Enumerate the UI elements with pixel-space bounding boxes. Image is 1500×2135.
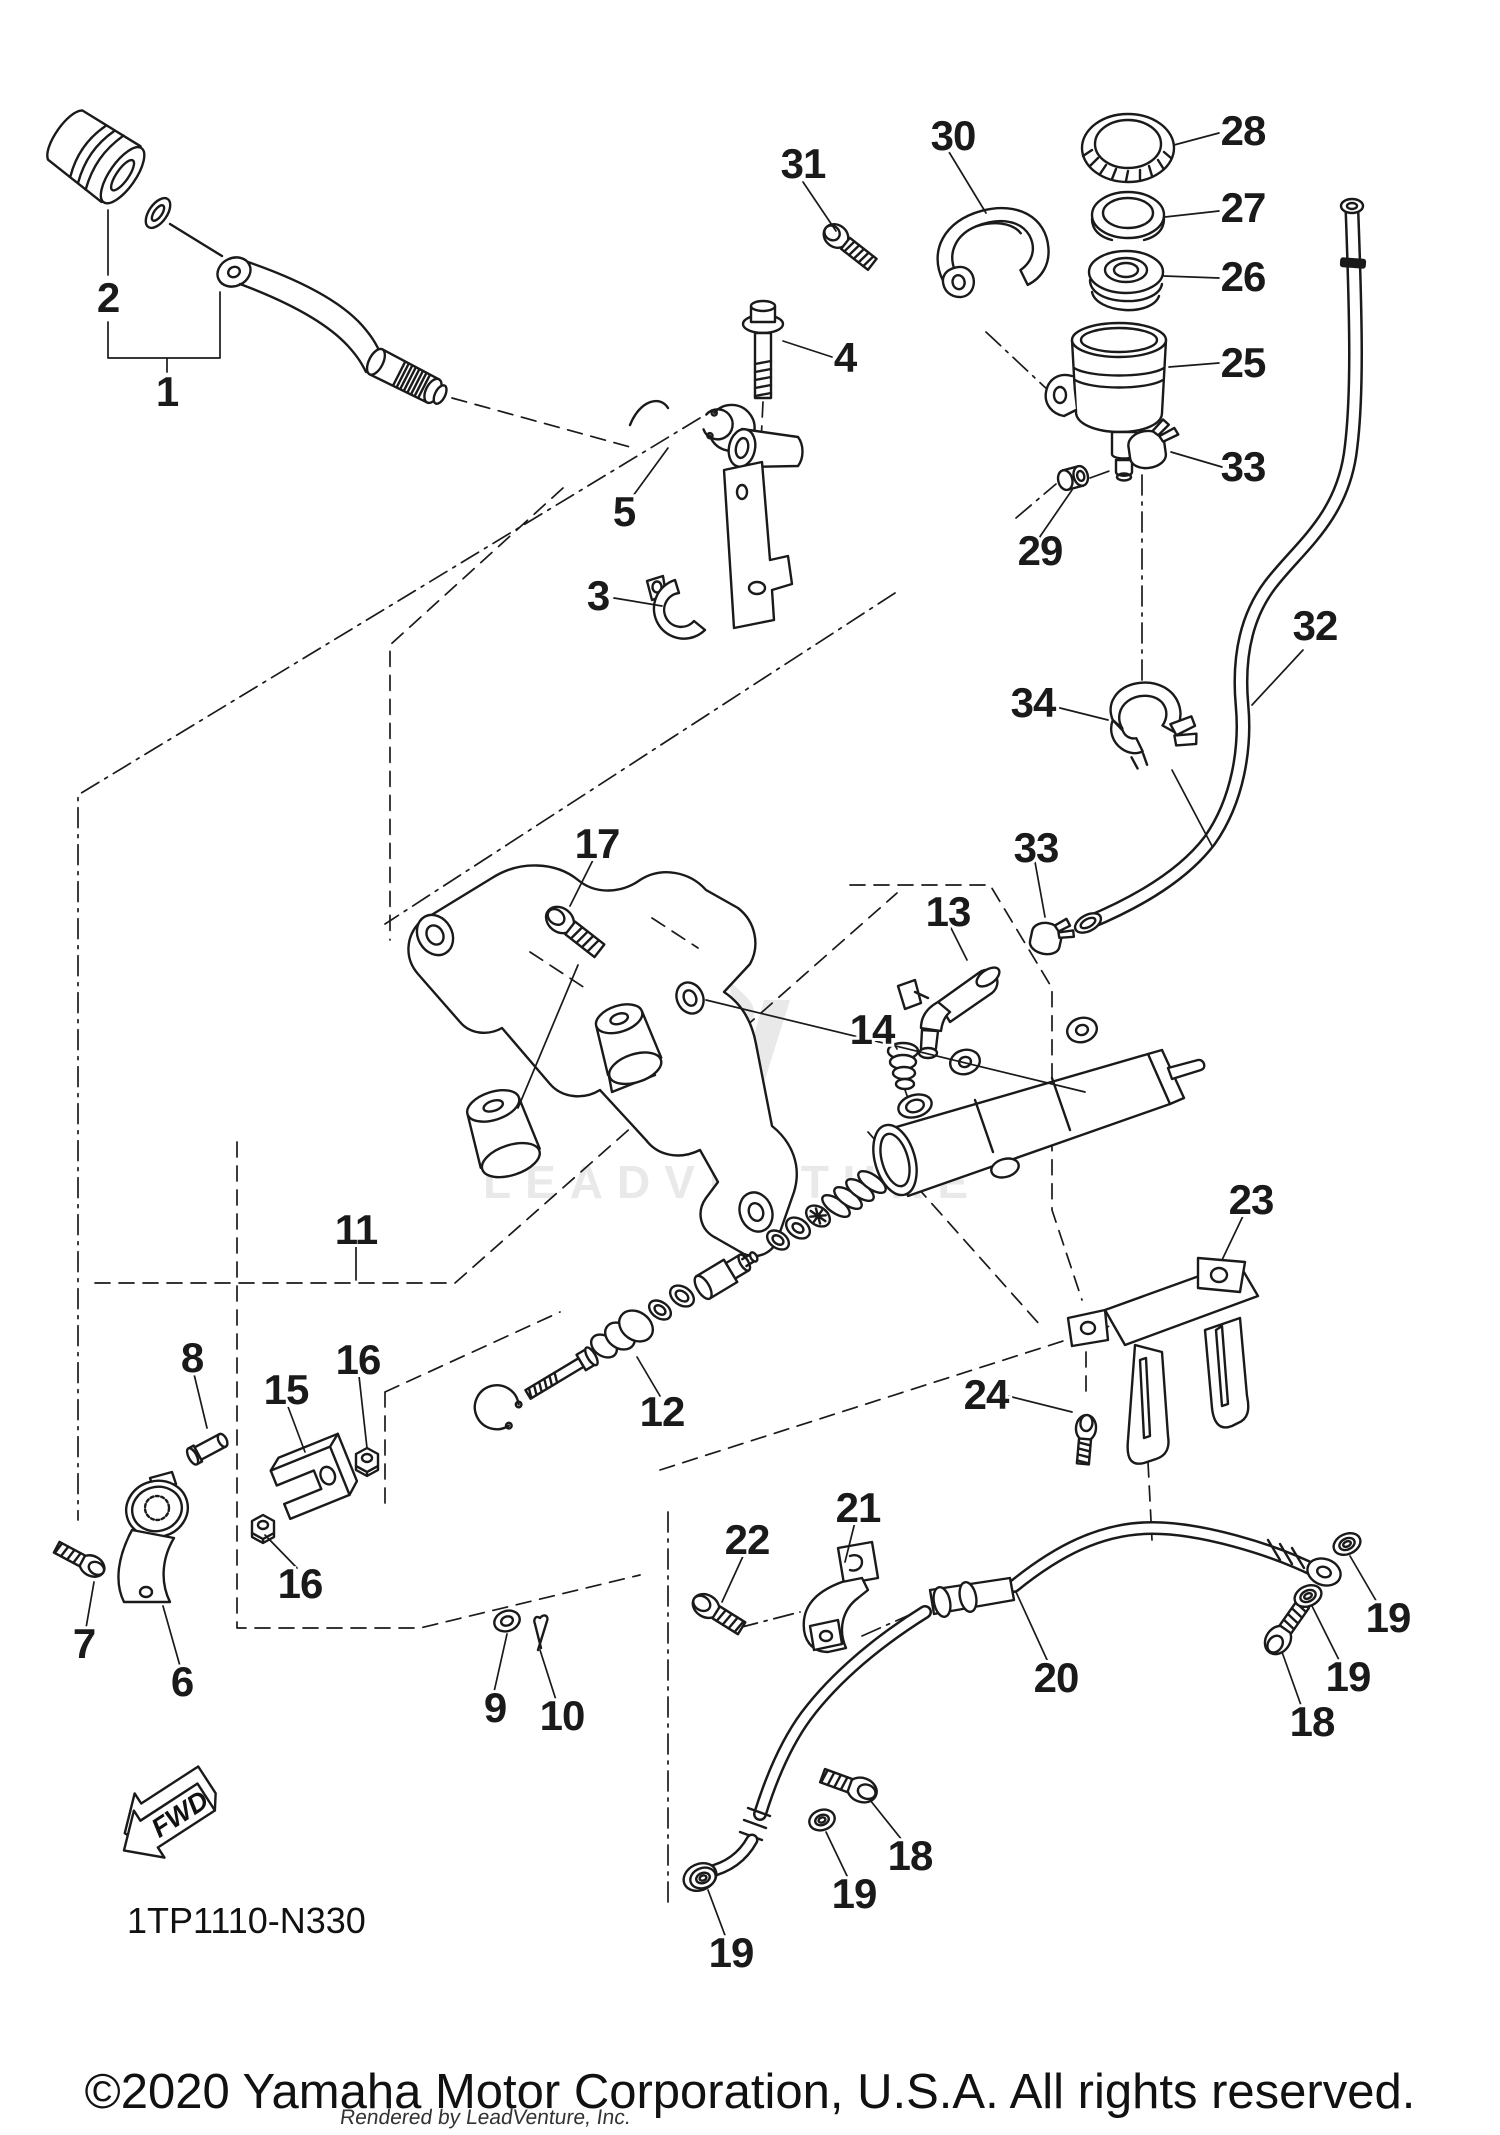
callout-19-d[interactable]: 19 [1323, 1650, 1375, 1703]
part-33-clamp-upper [1127, 418, 1180, 470]
part-32-reservoir-hose [1073, 197, 1367, 934]
part-28-reservoir-cap [1080, 112, 1176, 184]
callout-32[interactable]: 32 [1290, 599, 1342, 652]
callout-23[interactable]: 23 [1226, 1173, 1278, 1226]
part-26-diaphragm [1087, 249, 1165, 312]
callout-27[interactable]: 27 [1218, 181, 1270, 234]
part-19-washer-center [808, 1808, 836, 1832]
part-13-joint [896, 966, 1001, 1060]
part-20-brake-hose [682, 1520, 1342, 1892]
callout-28[interactable]: 28 [1218, 104, 1270, 157]
callout-20[interactable]: 20 [1031, 1651, 1083, 1704]
leader-lines [85, 132, 1379, 1939]
hose-middle-coupling [928, 1576, 1016, 1618]
part-1-brake-pedal [144, 196, 448, 405]
part-6-stopper-bracket [117, 1470, 190, 1604]
callout-3[interactable]: 3 [584, 569, 613, 622]
callout-13[interactable]: 13 [923, 885, 975, 938]
callout-12[interactable]: 12 [637, 1385, 689, 1438]
part-18-bolt-right [1263, 1598, 1311, 1656]
assembly-construction-lines [77, 331, 1153, 1906]
callouts: 1 2 3 4 5 6 7 8 9 10 11 12 13 14 15 16 1… [70, 104, 1415, 1979]
callout-34[interactable]: 34 [1008, 676, 1061, 729]
callout-26[interactable]: 26 [1218, 250, 1270, 303]
part-22-bolt [691, 1592, 747, 1636]
hose-right-end [1266, 1538, 1342, 1587]
part-9-washer [493, 1609, 521, 1633]
callout-5[interactable]: 5 [610, 485, 640, 538]
part-16-nut-b [250, 1513, 276, 1545]
part-12-cylinder-kit [473, 1169, 887, 1431]
callout-16-a[interactable]: 16 [333, 1333, 385, 1386]
copyright-text: ©2020 Yamaha Motor Corporation, U.S.A. A… [85, 2065, 1416, 2119]
part-29-bushing [1056, 464, 1090, 492]
callout-24[interactable]: 24 [961, 1368, 1014, 1421]
part-4-bolt [741, 299, 785, 400]
callout-9[interactable]: 9 [481, 1681, 510, 1734]
callout-17[interactable]: 17 [572, 817, 624, 870]
part-15-clevis [269, 1432, 359, 1521]
part-27-cap-seal [1090, 190, 1166, 242]
callout-7[interactable]: 7 [70, 1617, 99, 1670]
part-16-nut-a [354, 1446, 380, 1478]
callout-4[interactable]: 4 [831, 331, 862, 384]
part-17-bolt [544, 905, 606, 959]
callout-15[interactable]: 15 [261, 1363, 313, 1416]
rendered-by-text: Rendered by LeadVenture, Inc. [338, 2106, 632, 2129]
callout-31[interactable]: 31 [778, 137, 830, 190]
part-34-pipe-clamp [1109, 681, 1198, 770]
pedal-spacer [144, 196, 172, 230]
callout-25[interactable]: 25 [1218, 336, 1270, 389]
part-19-washer-right-lower [1293, 1583, 1323, 1609]
callout-14[interactable]: 14 [847, 1003, 900, 1056]
callout-19-c[interactable]: 19 [1363, 1591, 1415, 1644]
callout-6[interactable]: 6 [168, 1655, 197, 1708]
part-master-cylinder-body [872, 1016, 1206, 1198]
callout-16-b[interactable]: 16 [275, 1557, 327, 1610]
part-10-cotter-pin [533, 1614, 549, 1652]
part-7-bolt [52, 1540, 106, 1578]
part-30-reservoir-holder [936, 206, 1050, 299]
callout-19-b[interactable]: 19 [706, 1926, 758, 1979]
kit-spring [821, 1169, 887, 1219]
part-33-clamp-lower [1028, 917, 1076, 956]
callout-21[interactable]: 21 [833, 1481, 885, 1534]
part-21-hose-bracket [802, 1540, 880, 1654]
callout-10[interactable]: 10 [537, 1689, 589, 1742]
part-23-bracket [1066, 1256, 1260, 1465]
callout-30[interactable]: 30 [928, 109, 980, 162]
part-18-bolt-center [818, 1767, 878, 1804]
part-2-pedal-cover [46, 109, 146, 205]
part-25-reservoir [1044, 321, 1168, 482]
pedal-shaft [365, 347, 448, 405]
part-center-bracket [407, 864, 1086, 1258]
callout-18-b[interactable]: 18 [1287, 1695, 1339, 1748]
callout-33-b[interactable]: 33 [1011, 821, 1063, 874]
callout-19-a[interactable]: 19 [829, 1867, 881, 1920]
clamp-34-position-line [1171, 769, 1213, 847]
part-8-pin [185, 1432, 229, 1466]
callout-18-a[interactable]: 18 [885, 1829, 937, 1882]
part-19-washer-right-upper [1332, 1531, 1362, 1557]
callout-8[interactable]: 8 [178, 1331, 208, 1384]
callout-1[interactable]: 1 [153, 365, 183, 418]
callout-22[interactable]: 22 [722, 1513, 774, 1566]
callout-33-a[interactable]: 33 [1218, 440, 1270, 493]
part-3-bracket [628, 399, 804, 640]
part-19-washer-left [689, 1866, 717, 1890]
callout-29[interactable]: 29 [1015, 524, 1067, 577]
part-31-screw [822, 223, 878, 272]
fwd-arrow: FWD [122, 1765, 217, 1859]
callout-11[interactable]: 11 [332, 1203, 382, 1256]
part-24-bolt [1074, 1413, 1098, 1466]
callout-2[interactable]: 2 [94, 271, 123, 324]
diagram-code: 1TP1110-N330 [127, 1900, 366, 1941]
